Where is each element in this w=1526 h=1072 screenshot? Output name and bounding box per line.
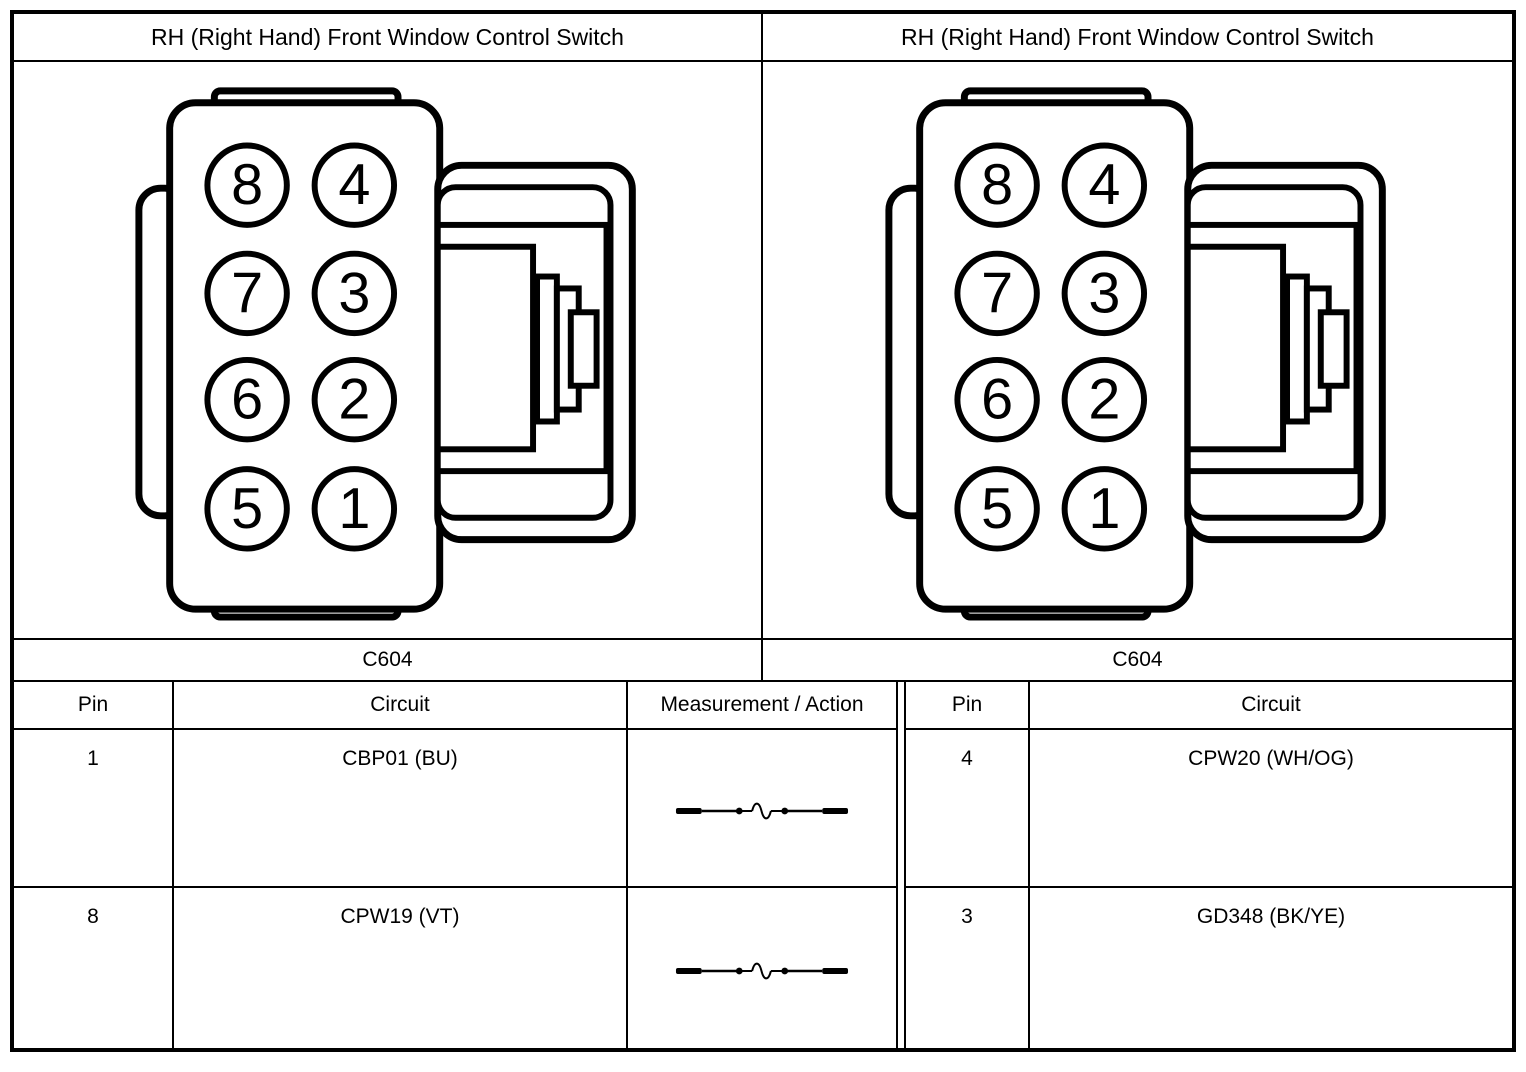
pin-cell: 3 [906,888,1030,1048]
pin-cell: 4 [906,730,1030,888]
connector-diagram-cell: 8 7 6 5 4 3 2 1 [763,62,1512,640]
pin-number-label: 6 [231,368,263,432]
pin-number-label: 1 [339,477,371,541]
circuit-cell: GD348 (BK/YE) [1196,905,1346,928]
connector-label: C604 [14,640,763,682]
pin-header: Pin [14,682,174,730]
circuit-header: Circuit [1030,682,1512,730]
connector-diagram-cell: 8 7 6 5 4 3 2 1 [14,62,763,640]
pin-number-label: 7 [231,261,263,325]
pin-number-label: 4 [339,153,371,217]
pin-cell: 1 [14,730,174,888]
panel-title: RH (Right Hand) Front Window Control Swi… [14,14,763,62]
pin-circuit-table: Pin Circuit Measurement / Action Pin Cir… [14,682,1512,1048]
continuity-check-icon [675,962,849,980]
pin-cell: 8 [14,888,174,1048]
connector-panels: RH (Right Hand) Front Window Control Swi… [14,14,1512,682]
continuity-check-icon [675,802,849,820]
pin-number-label: 6 [981,368,1013,432]
pin-number-label: 7 [981,261,1013,325]
pin-number-label: 8 [981,153,1013,217]
connector-diagram: 8 7 6 5 4 3 2 1 [874,72,1400,628]
circuit-header: Circuit [174,682,628,730]
pin-number-label: 1 [1089,477,1121,541]
circuit-cell: CPW20 (WH/OG) [1030,730,1512,888]
pin-number-label: 5 [231,477,263,541]
pin-number-label: 3 [1089,261,1121,325]
measurement-cell [628,888,896,1048]
pin-number-label: 5 [981,477,1013,541]
table-divider [896,682,906,1048]
pin-number-label: 2 [1089,368,1121,432]
circuit-cell: CBP01 (BU) [174,730,628,888]
pin-number-label: 2 [339,368,371,432]
pin-number-label: 4 [1089,153,1121,217]
measurement-cell [628,730,896,888]
measurement-action-header: Measurement / Action [628,682,896,730]
panel-title: RH (Right Hand) Front Window Control Swi… [763,14,1512,62]
pin-number-label: 8 [231,153,263,217]
pin-header: Pin [906,682,1030,730]
connector-label: C604 [763,640,1512,682]
connector-diagram: 8 7 6 5 4 3 2 1 [124,72,650,628]
page-frame: RH (Right Hand) Front Window Control Swi… [10,10,1516,1052]
circuit-cell: CPW19 (VT) [174,888,628,1048]
pin-number-label: 3 [339,261,371,325]
